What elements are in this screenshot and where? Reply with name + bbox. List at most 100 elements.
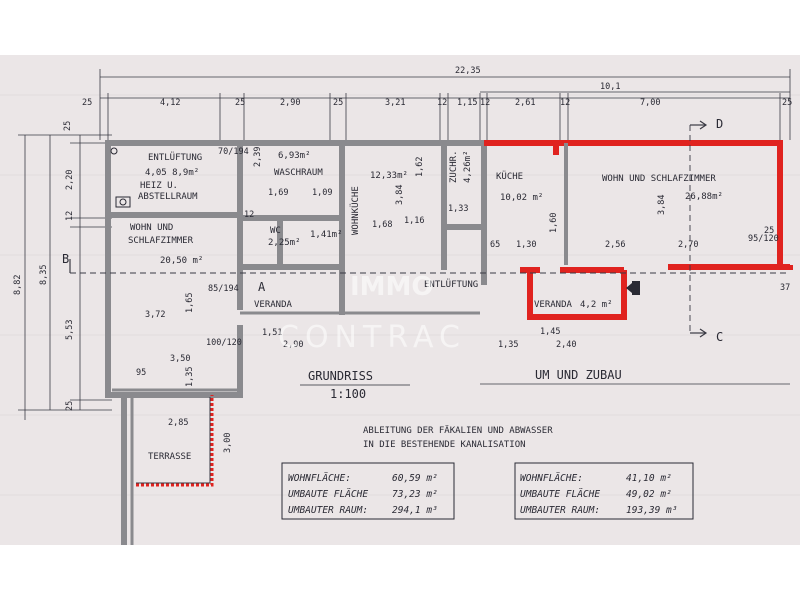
room-area-kueche: 10,02 m² xyxy=(500,193,543,203)
chimney-icon xyxy=(110,147,131,208)
plan-title: GRUNDRISS xyxy=(308,369,373,383)
dim-label: 12 xyxy=(437,98,447,108)
section-marker-b: B xyxy=(62,252,69,266)
dim-inner: 3,84 xyxy=(657,195,667,215)
room-label-wohnkueche: WOHNKÜCHE xyxy=(350,186,361,235)
dim-inner: 12 xyxy=(244,210,254,220)
dim-label: 25 xyxy=(333,98,343,108)
room-label-veranda-left: VERANDA xyxy=(254,300,293,310)
dim-label: 7,00 xyxy=(640,98,660,108)
dim-label: 4,12 xyxy=(160,98,180,108)
dim-inner: 2,85 xyxy=(168,418,188,428)
box-right-label: WOHNFLÄCHE: xyxy=(520,473,583,484)
dim-inner: 95 xyxy=(136,368,146,378)
room-label-entlueftung: ENTLÜFTUNG xyxy=(148,152,202,163)
box-left-label: UMBAUTER RAUM: xyxy=(288,505,368,516)
room-label-veranda-right: VERANDA xyxy=(534,300,573,310)
room-label-wc: WC xyxy=(270,226,281,236)
dim-window: 85/194 xyxy=(208,284,239,294)
dim-inner: 3,84 xyxy=(395,185,405,205)
dim-inner: 25 xyxy=(764,226,774,236)
drainage-note-1: ABLEITUNG DER FÄKALIEN UND ABWASSER xyxy=(363,425,553,436)
box-left-label: WOHNFLÄCHE: xyxy=(288,473,351,484)
dim-inner: 1,35 xyxy=(498,340,518,350)
room-label-heizraum-1: HEIZ U. xyxy=(140,181,178,191)
section-marker-a: A xyxy=(258,280,266,294)
dim-inner: 3,00 xyxy=(223,433,233,453)
room-label-heizraum-2: ABSTELLRAUM xyxy=(138,192,198,202)
section-lines xyxy=(70,125,790,333)
dim-inner: 65 xyxy=(490,240,500,250)
dim-label: 12 xyxy=(560,98,570,108)
room-area-wc: 2,25m² xyxy=(268,238,301,248)
dim-inner: 1,45 xyxy=(540,327,560,337)
room-label-wohn-left-2: SCHLAFZIMMER xyxy=(128,236,194,246)
dim-inner: 1,35 xyxy=(185,367,195,387)
plan-scale: 1:100 xyxy=(330,387,366,401)
dim-inner: 37 xyxy=(780,283,790,293)
room-label-wohn-right: WOHN UND SCHLAFZIMMER xyxy=(602,174,716,184)
new-walls xyxy=(484,140,793,320)
room-area-zuchr: 4,26m² xyxy=(463,150,473,183)
room-label-wohn-left-1: WOHN UND xyxy=(130,223,173,233)
right-top-dim: 10,1 xyxy=(600,82,620,92)
dim-left: 8,82 xyxy=(13,275,23,295)
dim-inner: 2,56 xyxy=(605,240,625,250)
floor-plan-sheet: 22,35 10,1 25 4,12 25 2,90 25 3,21 12 1,… xyxy=(0,55,800,545)
dim-inner: 1,62 xyxy=(415,157,425,177)
dim-inner: 3,50 xyxy=(170,354,190,364)
room-label-entlueftung-mid: ENTLÜFTUNG xyxy=(424,279,478,290)
room-label-zuchr: ZUCHR. xyxy=(449,150,459,183)
dim-inner: 1,16 xyxy=(404,216,424,226)
section-marker-c: C xyxy=(716,330,723,344)
floor-plan-drawing: 22,35 10,1 25 4,12 25 2,90 25 3,21 12 1,… xyxy=(0,66,800,545)
dim-label: 3,21 xyxy=(385,98,405,108)
dim-inner: 1,30 xyxy=(516,240,536,250)
dim-label: 2,61 xyxy=(515,98,535,108)
dim-left: 5,53 xyxy=(65,320,75,340)
room-label-kueche: KÜCHE xyxy=(496,171,523,182)
area-summary-right: WOHNFLÄCHE: 41,10 m² UMBAUTE FLÄCHE 49,0… xyxy=(514,462,694,520)
box-right-value: 41,10 m² xyxy=(626,473,672,484)
dim-window: 100/120 xyxy=(206,338,242,348)
box-right-label: UMBAUTE FLÄCHE xyxy=(520,489,600,500)
dim-inner: 2,70 xyxy=(678,240,698,250)
top-dimension-lines xyxy=(99,69,791,140)
dim-inner: 2,90 xyxy=(283,340,303,350)
dim-label: 12 xyxy=(480,98,490,108)
dim-inner: 1,68 xyxy=(372,220,392,230)
dim-left: 12 xyxy=(65,211,75,221)
thin-walls xyxy=(112,311,480,545)
box-left-value: 60,59 m² xyxy=(392,473,438,484)
room-area-veranda-right: 4,2 m² xyxy=(580,300,613,310)
dim-left: 8,35 xyxy=(39,265,49,285)
dim-inner: 1,33 xyxy=(448,204,468,214)
extension-title: UM UND ZUBAU xyxy=(535,368,622,382)
room-area-wohnkueche: 12,33m² xyxy=(370,171,408,181)
room-label-waschraum: WASCHRAUM xyxy=(274,168,323,178)
room-label-terrasse: TERRASSE xyxy=(148,452,191,462)
dim-window: 70/194 xyxy=(218,147,249,157)
dim-label: 25 xyxy=(782,98,792,108)
area-summary-left: WOHNFLÄCHE: 60,59 m² UMBAUTE FLÄCHE 73,2… xyxy=(281,462,455,520)
room-area-wc2: 1,41m² xyxy=(310,230,343,240)
dim-inner: 3,72 xyxy=(145,310,165,320)
room-area-heizraum: 4,05 8,9m² xyxy=(145,168,199,178)
box-right-label: UMBAUTER RAUM: xyxy=(520,505,600,516)
dim-label: 25 xyxy=(82,98,92,108)
top-dims-labels: 25 4,12 25 2,90 25 3,21 12 1,15 12 2,61 … xyxy=(82,98,792,108)
dim-inner: 1,09 xyxy=(312,188,332,198)
box-left-value: 294,1 m³ xyxy=(392,505,438,516)
dim-inner: 1,65 xyxy=(185,293,195,313)
watermark-text-2: CONTRAC xyxy=(278,320,466,355)
section-arrows xyxy=(69,120,708,338)
drainage-note-2: IN DIE BESTEHENDE KANALISATION xyxy=(363,440,526,450)
dim-inner: 2,40 xyxy=(556,340,576,350)
section-marker-d: D xyxy=(716,117,723,131)
overall-width-dim: 22,35 xyxy=(455,66,481,76)
dim-inner: 1,69 xyxy=(268,188,288,198)
dim-left: 25 xyxy=(63,121,73,131)
watermark-logo: IMMO CONTRAC xyxy=(278,272,466,355)
box-left-value: 73,23 m² xyxy=(392,489,438,500)
dim-label: 1,15 xyxy=(457,98,477,108)
